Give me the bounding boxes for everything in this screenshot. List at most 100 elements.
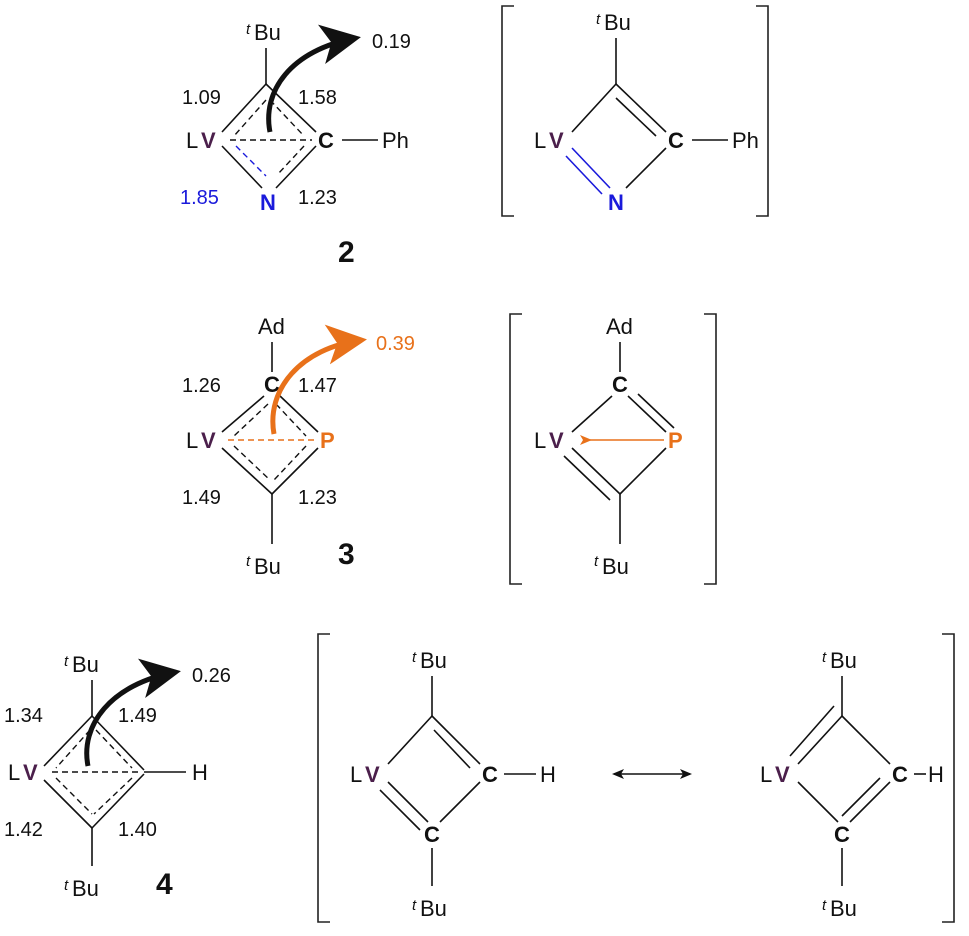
bond-v-c-double-a <box>797 715 843 765</box>
bracket-left <box>501 5 514 217</box>
bond-c-bottom-c <box>91 773 145 829</box>
bond-v-n-double-b <box>565 155 603 195</box>
dash-inner-2 <box>275 403 307 437</box>
bond-length-c-top-c: 1.49 <box>118 705 157 727</box>
tbu-label: Bu <box>830 896 857 921</box>
dash-inner-3 <box>55 777 93 815</box>
compound-number: 3 <box>338 538 355 571</box>
dash-inner-2 <box>95 729 133 769</box>
compound-3-lewis-structure: Ad L V C P t Bu <box>509 313 717 585</box>
tbu-label: Bu <box>72 652 99 677</box>
vanadium-atom: V <box>775 762 790 787</box>
dash-inner-1 <box>233 403 269 437</box>
tbu-superscript: t <box>64 877 69 894</box>
charge-value: 0.26 <box>192 665 231 687</box>
ligand-l: L <box>186 428 198 453</box>
bond-c-bottom-p <box>271 447 319 495</box>
bond-v-n <box>221 145 263 189</box>
bond-length-v-n: 1.85 <box>180 187 219 209</box>
phenyl-label: Ph <box>382 128 409 153</box>
tbu-superscript: t <box>64 653 69 670</box>
tbu-label: Bu <box>604 10 631 35</box>
bracket-right <box>704 313 717 585</box>
vanadium-atom: V <box>365 762 380 787</box>
carbon-atom: C <box>264 372 280 397</box>
bond-length-v-c-top: 1.09 <box>182 87 221 109</box>
vanadium-atom: V <box>23 760 38 785</box>
dash-inner-3 <box>277 145 305 175</box>
carbon-atom: C <box>612 372 628 397</box>
ligand-l: L <box>534 128 546 153</box>
bond-v-c <box>571 83 617 133</box>
bond-length-v-c-top: 1.26 <box>182 375 221 397</box>
vanadium-atom: V <box>201 428 216 453</box>
compound-number: 4 <box>156 868 173 901</box>
bond-v-c-top <box>221 83 267 133</box>
dash-inner-1 <box>55 729 91 769</box>
dash-v-n-blue <box>235 145 267 177</box>
charge-transfer-arrow <box>84 658 181 767</box>
dash-inner-1 <box>233 99 267 137</box>
phenyl-label: Ph <box>732 128 759 153</box>
bond-c-c-double-a <box>849 781 891 823</box>
hydrogen-atom: H <box>192 760 208 785</box>
dash-inner-4 <box>273 445 307 481</box>
bond-v-c-double-b <box>563 455 611 501</box>
bracket-left <box>509 313 522 585</box>
bond-c-n <box>275 145 317 189</box>
bond-v-c-top <box>387 715 433 765</box>
tbu-label: Bu <box>72 876 99 901</box>
bond-c-top-c <box>841 715 891 765</box>
hydrogen-atom: H <box>928 762 944 787</box>
vanadium-atom: V <box>549 128 564 153</box>
tbu-label: Bu <box>420 896 447 921</box>
bond-v-c-top <box>43 715 93 767</box>
charge-transfer-arrow <box>270 324 367 435</box>
bond-v-n-double-a <box>571 147 611 189</box>
bond-v-c-double-a <box>571 447 621 495</box>
phosphorus-atom: P <box>668 428 683 453</box>
bond-v-c-double-a <box>387 781 429 823</box>
bracket-left <box>317 633 330 923</box>
compound-3-structure: Ad L V C P t Bu 1.26 1.47 1.49 1.23 0.39… <box>182 314 415 579</box>
bracket-right <box>756 5 769 217</box>
carbon-atom-bottom: C <box>834 822 850 847</box>
hydrogen-atom: H <box>540 762 556 787</box>
adamantyl-label: Ad <box>606 314 633 339</box>
dash-inner-3 <box>233 445 271 481</box>
tbu-superscript: t <box>246 21 251 38</box>
bond-c-c-double-b <box>615 97 657 137</box>
bond-length-c-top-c: 1.58 <box>298 87 337 109</box>
bond-v-c-double-b <box>379 789 421 831</box>
ligand-l: L <box>534 428 546 453</box>
dash-inner-4 <box>93 777 133 815</box>
nitrogen-atom: N <box>260 190 276 215</box>
tbu-label: Bu <box>254 20 281 45</box>
charge-value: 0.39 <box>376 333 415 355</box>
bond-length-c-top-p: 1.47 <box>298 375 337 397</box>
tbu-superscript: t <box>822 649 827 666</box>
carbon-atom-bottom: C <box>424 822 440 847</box>
tbu-label: Bu <box>420 648 447 673</box>
phosphorus-atom: P <box>320 428 335 453</box>
vanadium-atom: V <box>549 428 564 453</box>
compound-4-structure: t Bu L V H t Bu 1.34 1.49 1.42 1.40 0.26… <box>4 652 231 901</box>
bond-c-bottom-p <box>619 447 667 495</box>
bond-length-v-c-top: 1.34 <box>4 705 43 727</box>
compound-2-structure: t Bu L V C Ph N 1.09 1.58 1.85 1.23 0.19… <box>180 20 411 269</box>
tbu-label: Bu <box>602 554 629 579</box>
nitrogen-atom: N <box>608 190 624 215</box>
tbu-superscript: t <box>822 897 827 914</box>
bond-c-top-p <box>279 395 319 433</box>
bond-v-c-bottom <box>43 779 93 829</box>
bond-length-v-c-bottom: 1.42 <box>4 819 43 841</box>
carbon-atom-right: C <box>892 762 908 787</box>
compound-4-resonance-structures: t Bu L V C H C t Bu t Bu <box>317 633 955 923</box>
bond-v-c-top <box>221 395 265 433</box>
bond-length-c-bottom-c: 1.40 <box>118 819 157 841</box>
vanadium-atom: V <box>201 128 216 153</box>
compound-number: 2 <box>338 236 355 269</box>
charge-value: 0.19 <box>372 31 411 53</box>
ligand-l: L <box>186 128 198 153</box>
